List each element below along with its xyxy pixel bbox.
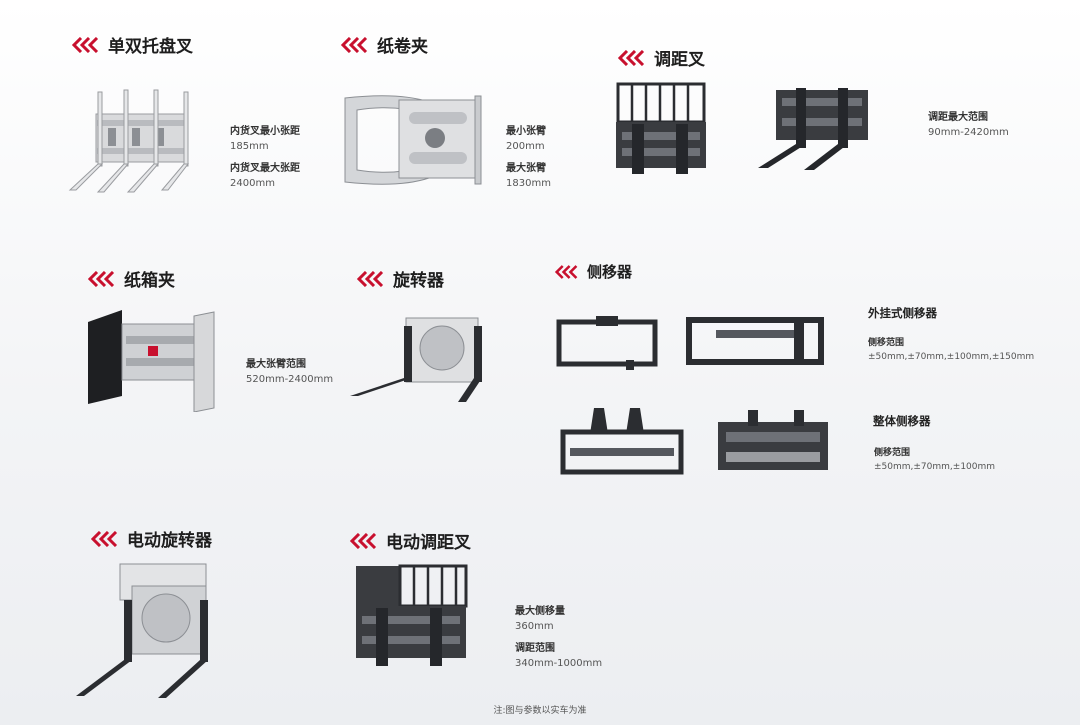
spec-label: 最大侧移量 xyxy=(515,606,565,617)
spec-value: ±50mm,±70mm,±100mm,±150mm xyxy=(868,352,1035,362)
chevron-left-icon xyxy=(72,36,99,53)
subtitle-external-side-shifter: 外挂式侧移器 xyxy=(868,306,937,320)
title-electric-positioner: 电动调距叉 xyxy=(350,528,471,553)
subtitle-integral-side-shifter: 整体侧移器 xyxy=(873,414,931,428)
spec-value: 520mm-2400mm xyxy=(246,374,334,385)
chevron-left-icon xyxy=(341,36,368,53)
specs-pallet-fork: 内货叉最小张距 185mm 内货叉最大张距 2400mm xyxy=(230,124,300,191)
title-carton-clamp: 纸箱夹 xyxy=(88,266,175,291)
rotator-image xyxy=(350,317,482,402)
electric-rotator-image xyxy=(76,563,208,698)
spec-label: 调距范围 xyxy=(515,643,555,654)
title-electric-rotator: 电动旋转器 xyxy=(91,526,212,551)
spec-label: 最小张臂 xyxy=(506,126,546,137)
specs-electric-positioner: 最大侧移量 360mm 调距范围 340mm-1000mm xyxy=(515,604,602,671)
title-paper-roll-clamp: 纸卷夹 xyxy=(341,32,428,57)
spec-value: 360mm xyxy=(515,621,554,632)
spec-value: ±50mm,±70mm,±100mm xyxy=(874,462,996,472)
spec-value: 90mm-2420mm xyxy=(928,127,1009,138)
title-fork-positioner: 调距叉 xyxy=(618,45,705,70)
integral-side-shifter-image-1 xyxy=(560,408,684,475)
electric-positioner-image xyxy=(356,564,468,666)
spec-value: 340mm-1000mm xyxy=(515,658,603,669)
spec-value: 200mm xyxy=(506,141,545,152)
spec-value: 1830mm xyxy=(506,178,551,189)
title-rotator: 旋转器 xyxy=(357,266,444,291)
external-side-shifter-image-1 xyxy=(556,316,658,370)
specs-carton-clamp: 最大张臂范围 520mm-2400mm xyxy=(246,357,333,387)
specs-fork-positioner: 调距最大范围 90mm-2420mm xyxy=(928,110,1009,140)
title-pallet-fork: 单双托盘叉 xyxy=(72,32,193,57)
spec-label: 最大张臂 xyxy=(506,163,546,174)
footnote: 注:图与参数以实车为准 xyxy=(493,706,587,716)
fork-positioner-image-1 xyxy=(616,82,706,174)
spec-value: 185mm xyxy=(230,141,269,152)
specs-integral-side-shifter: 侧移范围 ±50mm,±70mm,±100mm xyxy=(874,446,995,474)
spec-value: 2400mm xyxy=(230,178,275,189)
pallet-fork-image xyxy=(68,89,190,193)
integral-side-shifter-image-2 xyxy=(718,410,828,470)
fork-positioner-image-2 xyxy=(758,88,868,170)
external-side-shifter-image-2 xyxy=(686,317,824,365)
chevron-left-icon xyxy=(555,264,578,279)
paper-roll-clamp-image xyxy=(344,95,482,185)
chevron-left-icon xyxy=(618,49,645,66)
spec-label: 内货叉最大张距 xyxy=(230,163,300,174)
title-side-shifter: 侧移器 xyxy=(555,261,632,282)
specs-paper-roll-clamp: 最小张臂 200mm 最大张臂 1830mm xyxy=(506,124,551,191)
chevron-left-icon xyxy=(350,532,377,549)
spec-label: 最大张臂范围 xyxy=(246,359,306,370)
chevron-left-icon xyxy=(88,270,115,287)
specs-external-side-shifter: 侧移范围 ±50mm,±70mm,±100mm,±150mm xyxy=(868,336,1034,364)
chevron-left-icon xyxy=(91,530,118,547)
carton-clamp-image xyxy=(88,310,215,412)
spec-label: 调距最大范围 xyxy=(928,112,988,123)
chevron-left-icon xyxy=(357,270,384,287)
spec-label: 侧移范围 xyxy=(868,338,905,348)
spec-label: 内货叉最小张距 xyxy=(230,126,300,137)
spec-label: 侧移范围 xyxy=(874,448,911,458)
